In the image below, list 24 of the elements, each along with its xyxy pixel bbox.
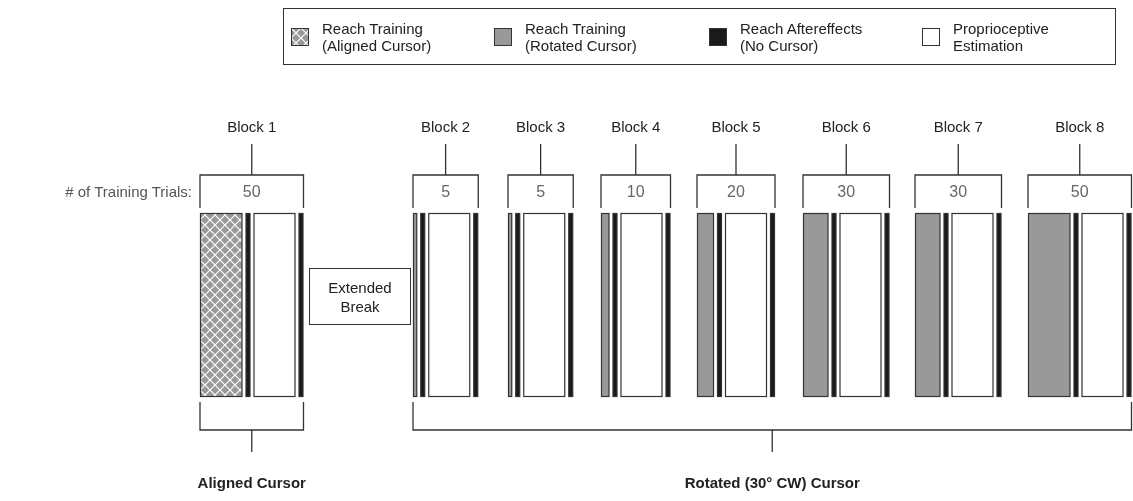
trial-count: 5 bbox=[440, 183, 452, 201]
legend-label: Proprioceptive Estimation bbox=[953, 20, 1050, 54]
block-label: Block 3 bbox=[515, 118, 567, 135]
legend-label: Reach Aftereffects (No Cursor) bbox=[740, 20, 864, 54]
condition-label: Rotated (30° CW) Cursor bbox=[683, 474, 861, 491]
block-label: Block 2 bbox=[420, 118, 472, 135]
block-label: Block 6 bbox=[820, 118, 872, 135]
block-label: Block 5 bbox=[710, 118, 762, 135]
block-label: Block 1 bbox=[226, 118, 278, 135]
row-label: # of Training Trials: bbox=[65, 183, 192, 200]
legend-label: Reach Training (Rotated Cursor) bbox=[525, 20, 638, 54]
block-label: Block 4 bbox=[610, 118, 662, 135]
block-label: Block 8 bbox=[1054, 118, 1106, 135]
condition-label: Aligned Cursor bbox=[196, 474, 307, 491]
trial-count: 30 bbox=[948, 183, 969, 201]
block-label: Block 7 bbox=[932, 118, 984, 135]
process-box: Extended Break bbox=[309, 268, 411, 325]
trial-count: 10 bbox=[625, 183, 646, 201]
trial-count: 50 bbox=[241, 183, 262, 201]
trial-count: 30 bbox=[836, 183, 857, 201]
trial-count: 50 bbox=[1069, 183, 1090, 201]
legend-label: Reach Training (Aligned Cursor) bbox=[322, 20, 433, 54]
trial-count: 20 bbox=[726, 183, 746, 201]
trial-count: 5 bbox=[535, 183, 547, 201]
